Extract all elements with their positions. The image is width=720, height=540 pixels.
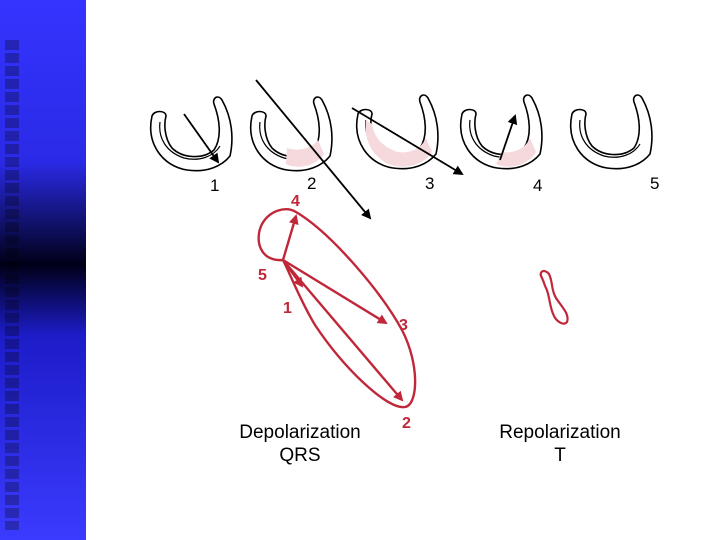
qrs-label-3: 3 — [399, 317, 408, 334]
qrs-label-4: 4 — [291, 193, 300, 210]
t-vector-loop — [541, 271, 568, 324]
heart-stage-2 — [251, 97, 332, 171]
stage-label-4: 4 — [533, 176, 542, 195]
stage-label-2: 2 — [307, 174, 316, 193]
depolarization-caption: Depolarization — [239, 422, 360, 443]
qrs-vector-4 — [283, 216, 296, 260]
qrs-label-2: 2 — [402, 415, 411, 432]
vector-arrow-1 — [184, 114, 218, 162]
qrs-vector-2 — [283, 260, 402, 400]
stage-label-3: 3 — [425, 174, 434, 193]
heart-stage-5 — [571, 95, 652, 169]
heart-stage-3 — [357, 95, 438, 169]
depolarization-subcaption: QRS — [279, 445, 320, 466]
stage-label-5: 5 — [650, 174, 659, 193]
stage-label-1: 1 — [210, 176, 219, 195]
qrs-label-1: 1 — [283, 300, 292, 317]
repolarization-caption: Repolarization — [499, 422, 620, 443]
heart-stage-1 — [151, 97, 232, 171]
repolarization-subcaption: T — [554, 445, 566, 466]
qrs-label-5: 5 — [258, 267, 267, 284]
